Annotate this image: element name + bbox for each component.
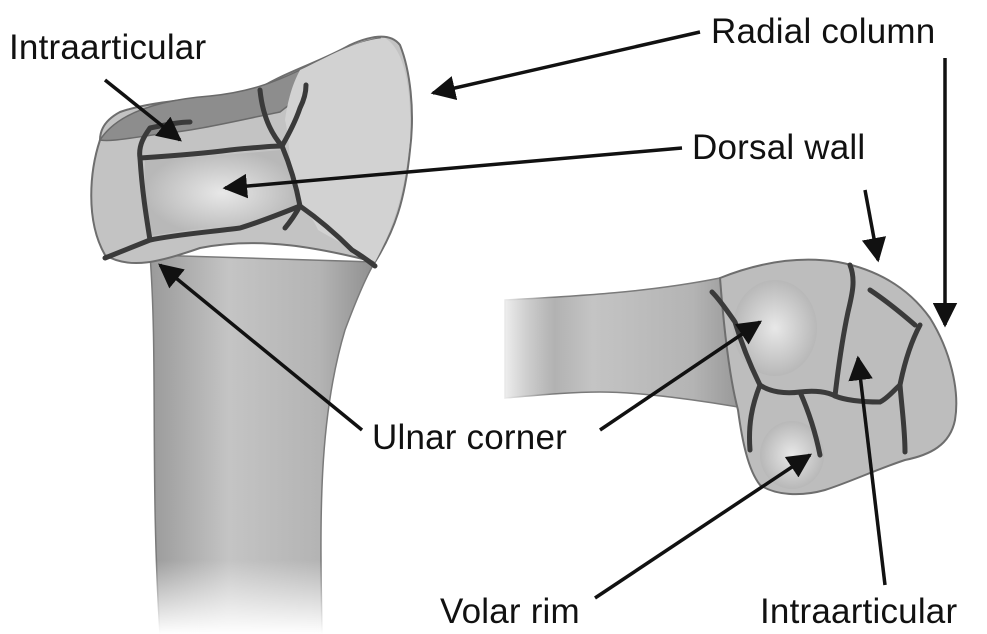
label-radial-column: Radial column: [711, 14, 935, 49]
left-radius-bone: [91, 37, 412, 634]
arrow-dorsal-wall-down: [865, 190, 878, 260]
label-intraarticular-top: Intraarticular: [9, 30, 206, 65]
label-dorsal-wall: Dorsal wall: [692, 130, 865, 165]
right-radius-bone: [495, 260, 956, 494]
arrow-radial-column-left: [433, 32, 700, 93]
label-volar-rim: Volar rim: [440, 594, 580, 629]
label-intraarticular-bottom: Intraarticular: [760, 594, 957, 629]
label-ulnar-corner: Ulnar corner: [372, 420, 567, 455]
arrow-volar-rim: [595, 455, 810, 598]
articular-facet-highlight: [733, 280, 817, 376]
